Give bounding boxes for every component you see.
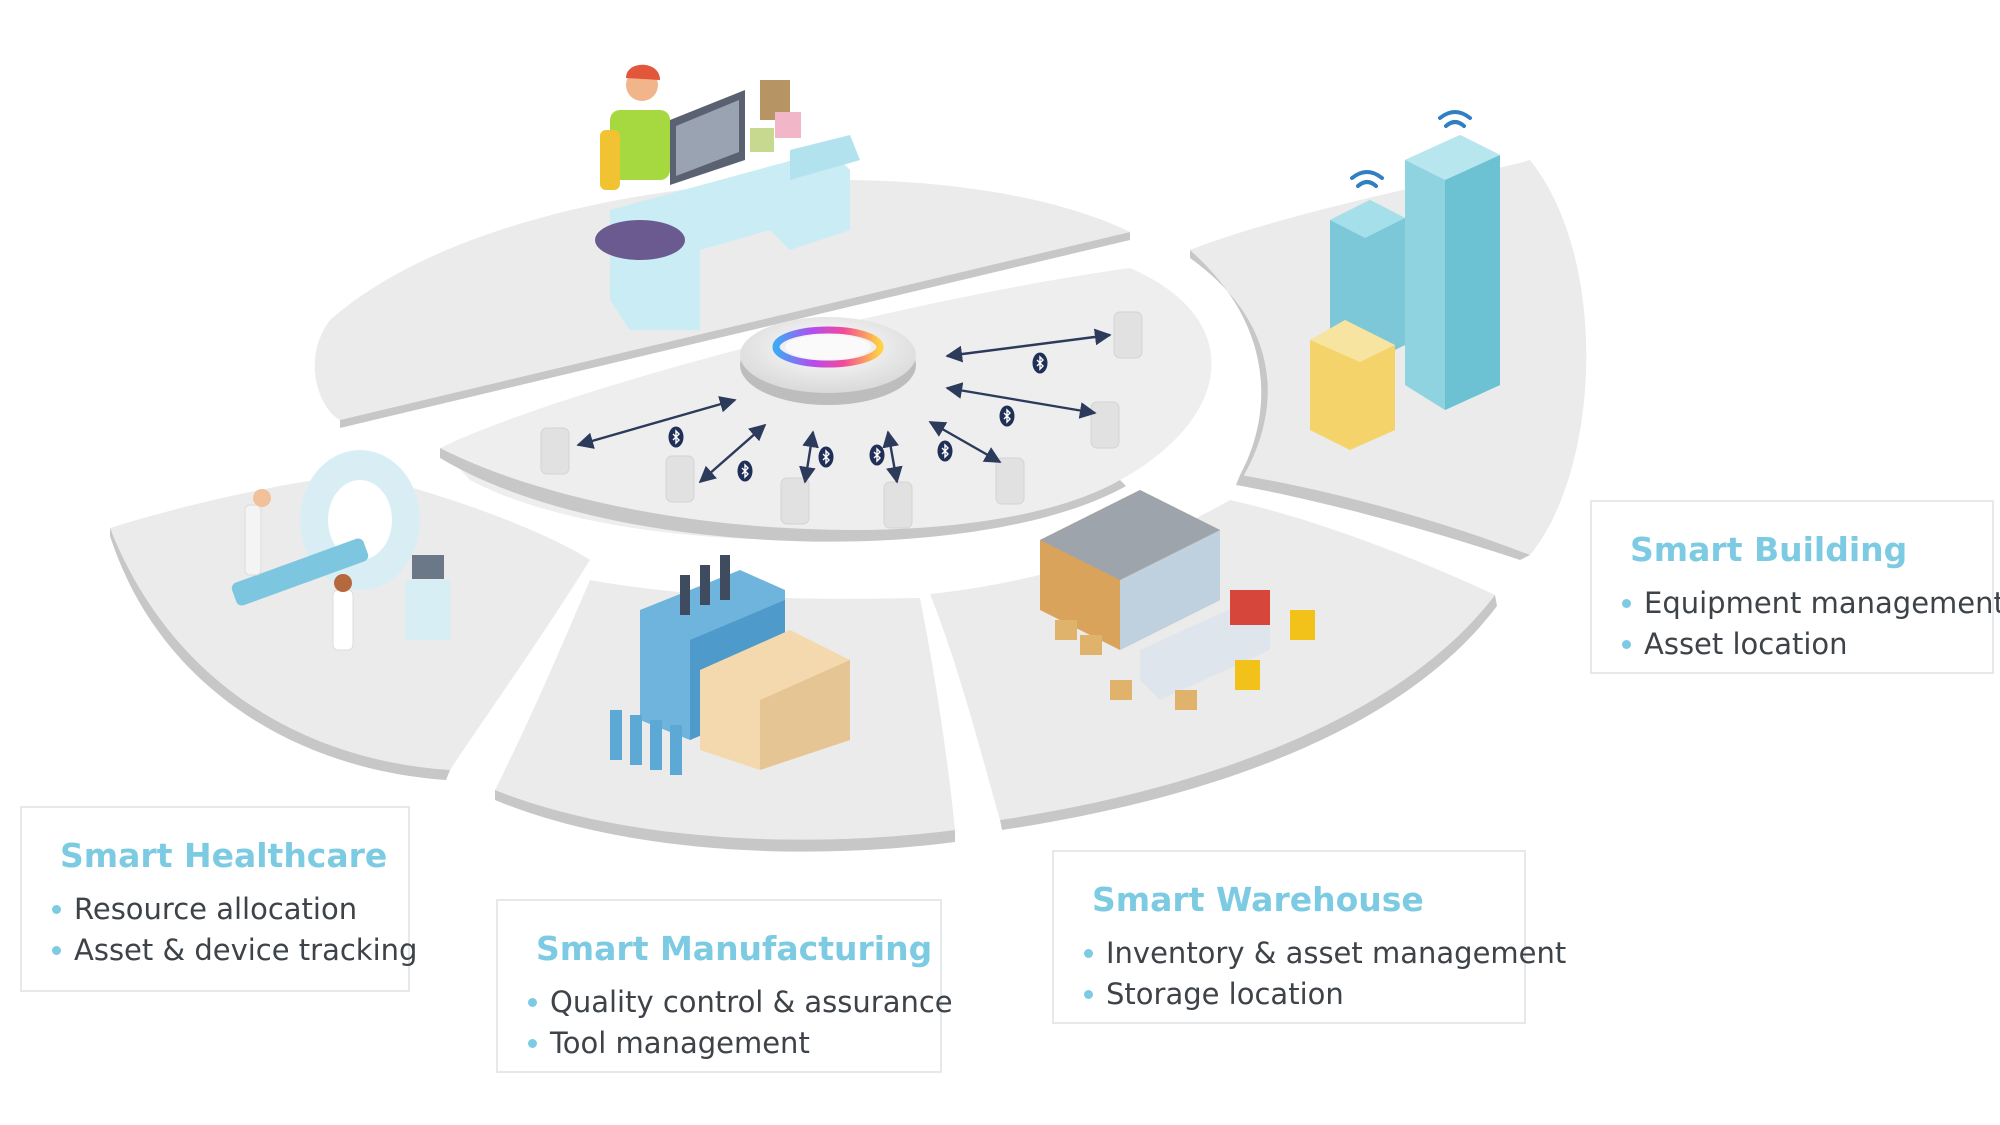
card-smart-healthcare: Smart Healthcare Resource allocation Ass… (20, 806, 417, 992)
list-item: Equipment management (1622, 583, 2000, 624)
manufacturing-illustration (610, 555, 850, 775)
feature-list: Quality control & assurance Tool managem… (528, 982, 953, 1064)
asset-tag (1113, 311, 1143, 359)
platform-office (314, 179, 1130, 420)
list-item: Resource allocation (52, 889, 378, 930)
bluetooth-icon (737, 460, 753, 482)
card-title: Smart Building (1630, 530, 1908, 569)
bluetooth-icon (1032, 352, 1048, 374)
connection-arrows (576, 328, 1112, 484)
warehouse-illustration (1040, 490, 1315, 710)
bluetooth-icon (999, 405, 1015, 427)
list-item: Asset & device tracking (52, 930, 417, 971)
gateway-ring-icon (740, 317, 916, 405)
bluetooth-icon (937, 440, 953, 462)
bluetooth-icon (818, 446, 834, 468)
bluetooth-icon (869, 444, 885, 466)
connection-arrow (882, 430, 903, 484)
feature-list: Equipment management Asset location (1622, 583, 2000, 665)
asset-tag (995, 457, 1025, 505)
list-item: Storage location (1084, 974, 1494, 1015)
bluetooth-badges (668, 352, 1048, 482)
bluetooth-icon (668, 426, 684, 448)
wifi-icon (1350, 110, 1472, 188)
card-smart-manufacturing: Smart Manufacturing Quality control & as… (496, 899, 953, 1073)
card-title: Smart Manufacturing (536, 929, 933, 968)
connection-arrow (799, 430, 819, 484)
office-illustration (595, 64, 860, 330)
asset-tag (540, 427, 570, 475)
card-smart-warehouse: Smart Warehouse Inventory & asset manage… (1052, 850, 1566, 1024)
feature-list: Resource allocation Asset & device track… (52, 889, 417, 971)
asset-tag (780, 477, 810, 525)
platforms (110, 160, 1587, 852)
connection-arrow (945, 382, 1097, 419)
list-item: Tool management (528, 1023, 910, 1064)
asset-tags (540, 311, 1143, 529)
connection-arrow (576, 396, 737, 449)
asset-tag (883, 481, 913, 529)
card-title: Smart Healthcare (60, 836, 388, 875)
connection-arrow (928, 420, 1002, 464)
card-smart-building: Smart Building Equipment management Asse… (1590, 500, 2000, 674)
asset-tag (665, 455, 695, 503)
building-illustration (1310, 110, 1500, 450)
list-item: Inventory & asset management (1084, 933, 1566, 974)
healthcare-illustration (231, 450, 450, 651)
card-title: Smart Warehouse (1092, 880, 1424, 919)
connection-arrow (698, 423, 767, 484)
list-item: Asset location (1622, 624, 1962, 665)
connection-arrow (945, 328, 1112, 363)
list-item: Quality control & assurance (528, 982, 953, 1023)
asset-tag (1090, 401, 1120, 449)
feature-list: Inventory & asset management Storage loc… (1084, 933, 1566, 1015)
